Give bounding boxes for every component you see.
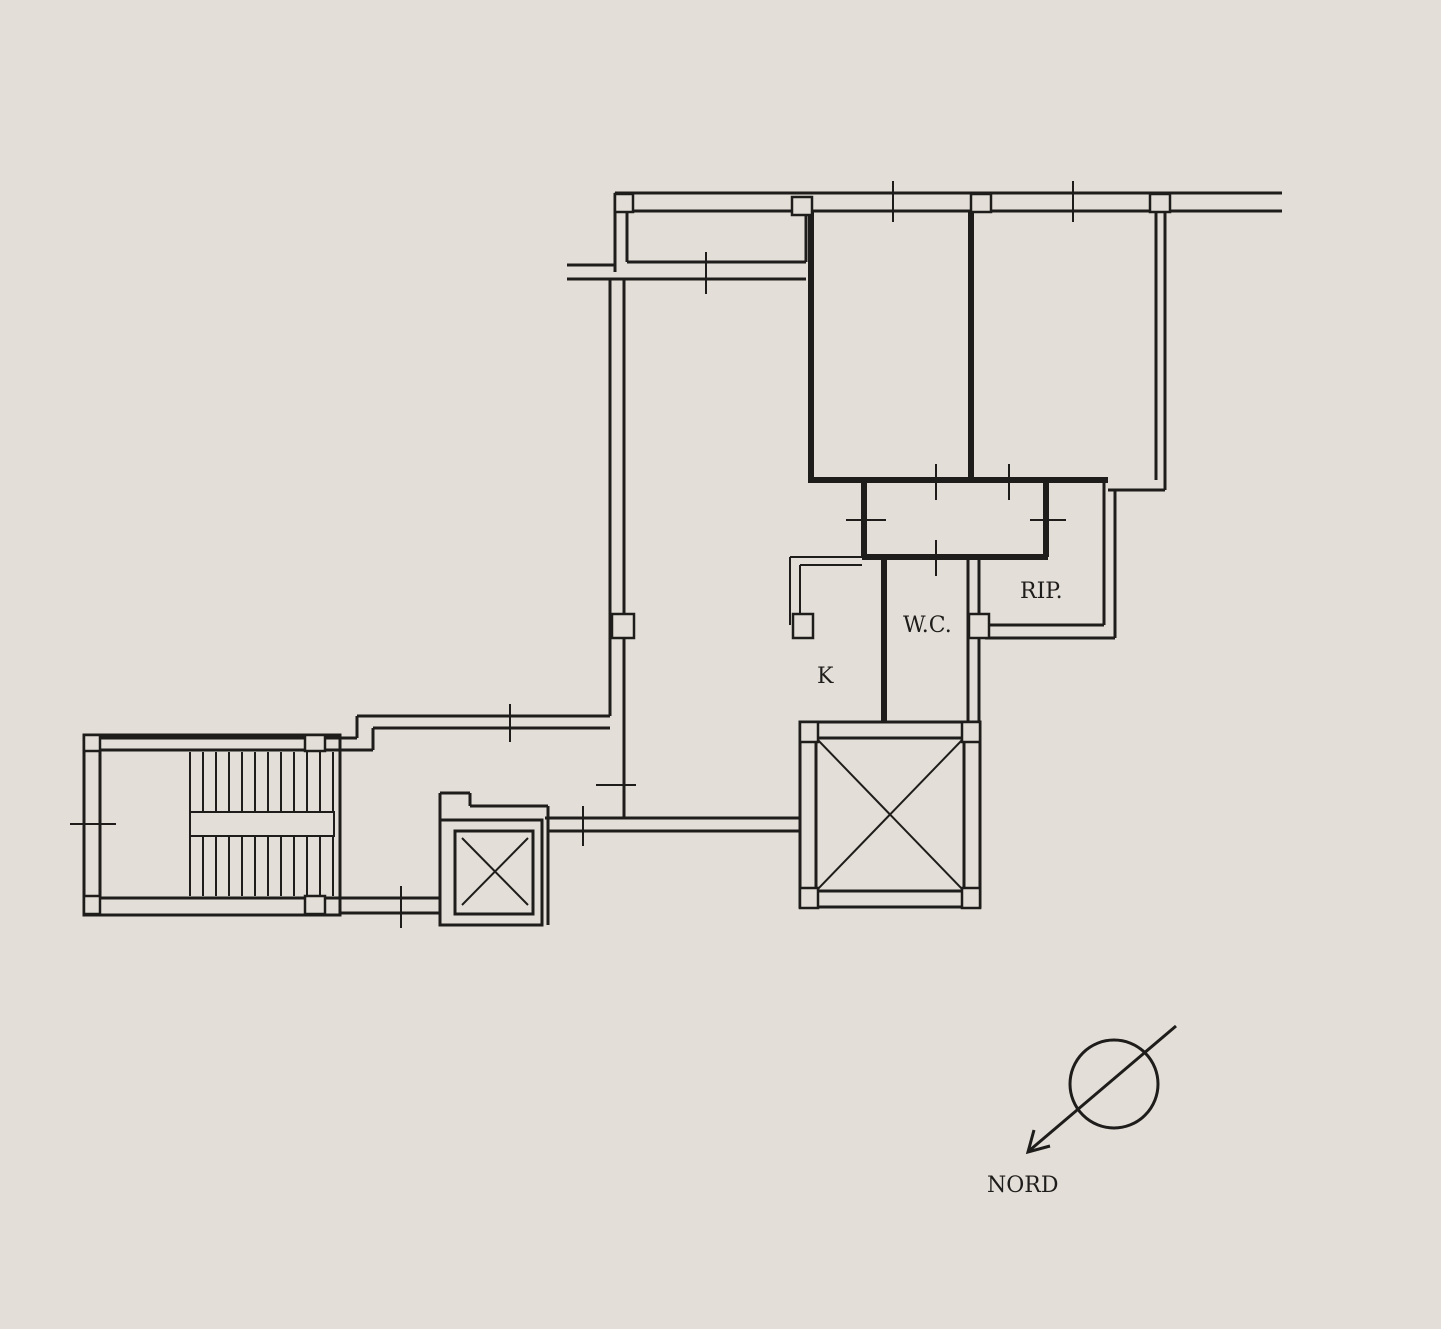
entry-hall-walls	[355, 714, 610, 925]
wc-label: W.C.	[903, 613, 952, 638]
stair-treads-lower	[189, 836, 334, 896]
small-shaft	[438, 818, 544, 927]
north-label: NORD	[987, 1173, 1059, 1198]
corridor-walls	[861, 480, 1049, 560]
storage-walls	[985, 480, 1117, 640]
kitchen-label: K	[817, 664, 834, 689]
stair-treads-upper	[189, 752, 334, 812]
wc-walls	[881, 557, 981, 722]
stairwell	[82, 733, 440, 917]
bedroom-walls	[808, 211, 1167, 492]
door-markers	[70, 181, 1074, 928]
top-facade-walls	[567, 191, 1282, 281]
storage-label: RIP.	[1020, 579, 1063, 604]
large-shaft	[798, 720, 982, 909]
north-arrow-icon	[1025, 1024, 1177, 1155]
living-room-walls	[608, 279, 862, 833]
structural-pillars	[82, 192, 1172, 916]
